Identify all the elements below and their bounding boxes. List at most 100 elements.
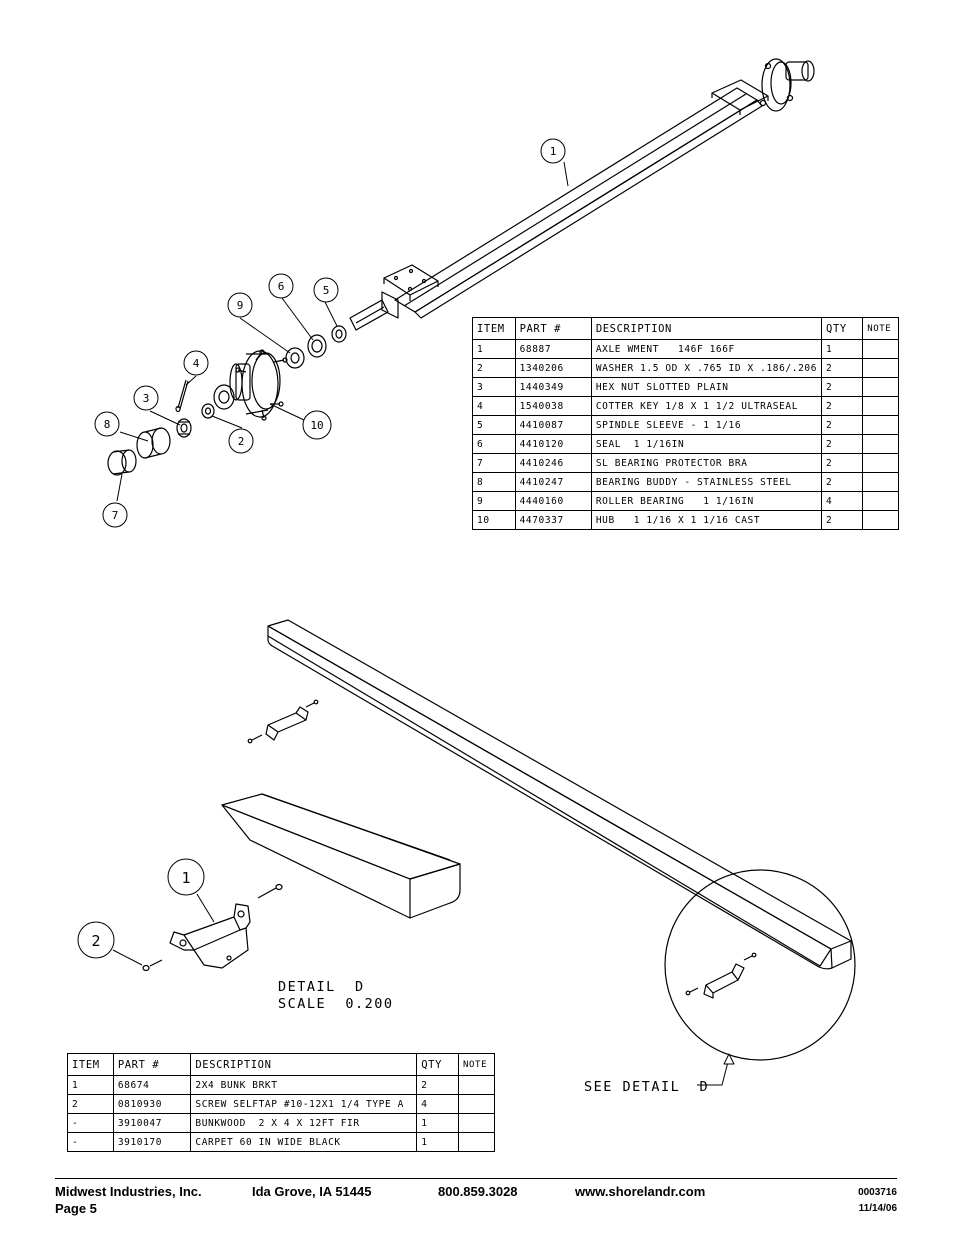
- callout-circles: [77, 138, 566, 959]
- document-number: 0003716: [858, 1187, 897, 1198]
- cell-description: ROLLER BEARING 1 1/16IN: [590, 491, 823, 511]
- bunk-illustration: [142, 619, 856, 1061]
- cell-qty: 2: [821, 358, 864, 378]
- callout-2: 2: [238, 435, 245, 448]
- cell-part-number: 4440160: [514, 491, 592, 511]
- cell-part-number: 4410247: [514, 472, 592, 492]
- cell-part-number: 3910170: [112, 1132, 192, 1152]
- callout-4: 4: [193, 357, 200, 370]
- document-date: 11/14/06: [858, 1203, 897, 1214]
- cell-qty: 2: [821, 377, 864, 397]
- callout-7: 7: [112, 509, 119, 522]
- cell-item: 5: [472, 415, 516, 435]
- cell-qty: 2: [821, 453, 864, 473]
- cell-qty: 2: [821, 415, 864, 435]
- cell-description: BUNKWOOD 2 X 4 X 12FT FIR: [190, 1113, 418, 1133]
- cell-note: [458, 1094, 495, 1114]
- cell-note: [862, 396, 899, 416]
- cell-qty: 2: [821, 510, 864, 530]
- cell-item: 8: [472, 472, 516, 492]
- detail-title: DETAIL D: [278, 979, 365, 995]
- callout-1: 1: [550, 145, 557, 158]
- cell-item: -: [67, 1113, 114, 1133]
- detail-scale: SCALE 0.200: [278, 996, 394, 1012]
- cell-part-number: 4410120: [514, 434, 592, 454]
- cell-part-number: 0810930: [112, 1094, 192, 1114]
- cell-note: [458, 1075, 495, 1095]
- cell-note: [862, 510, 899, 530]
- cell-item: 2: [472, 358, 516, 378]
- callout-6: 6: [278, 280, 285, 293]
- axle-leader-lines: [116, 161, 569, 502]
- callout-8: 8: [104, 418, 111, 431]
- table-header-row: ITEM PART # DESCRIPTION QTY NOTE: [472, 317, 899, 340]
- cell-note: [862, 339, 899, 359]
- company-phone: 800.859.3028: [438, 1184, 518, 1199]
- header-item: ITEM: [472, 317, 516, 340]
- header-part: PART #: [112, 1053, 192, 1076]
- cell-qty: 4: [416, 1094, 460, 1114]
- cell-item: 2: [67, 1094, 114, 1114]
- company-name: Midwest Industries, Inc.: [55, 1184, 202, 1199]
- cell-item: 1: [472, 339, 516, 359]
- header-part: PART #: [514, 317, 592, 340]
- cell-description: HUB 1 1/16 X 1 1/16 CAST: [590, 510, 823, 530]
- cell-description: 2X4 BUNK BRKT: [190, 1075, 418, 1095]
- cell-part-number: 1440349: [514, 377, 592, 397]
- cell-item: 4: [472, 396, 516, 416]
- header-qty: QTY: [416, 1053, 460, 1076]
- cell-item: -: [67, 1132, 114, 1152]
- company-website[interactable]: www.shorelandr.com: [575, 1184, 706, 1199]
- cell-part-number: 68674: [112, 1075, 192, 1095]
- cell-description: BEARING BUDDY - STAINLESS STEEL: [590, 472, 823, 492]
- cell-description: SPINDLE SLEEVE - 1 1/16: [590, 415, 823, 435]
- cell-item: 1: [67, 1075, 114, 1095]
- callout-10: 10: [310, 419, 323, 432]
- cell-item: 6: [472, 434, 516, 454]
- cell-item: 3: [472, 377, 516, 397]
- callout-9: 9: [237, 299, 244, 312]
- cell-description: HEX NUT SLOTTED PLAIN: [590, 377, 823, 397]
- cell-note: [862, 491, 899, 511]
- cell-description: WASHER 1.5 OD X .765 ID X .186/.206: [590, 358, 823, 378]
- cell-item: 10: [472, 510, 516, 530]
- cell-part-number: 4410087: [514, 415, 592, 435]
- cell-qty: 1: [416, 1132, 460, 1152]
- cell-note: [862, 434, 899, 454]
- header-item: ITEM: [67, 1053, 114, 1076]
- page-footer: Midwest Industries, Inc. Page 5 Ida Grov…: [55, 1178, 897, 1216]
- cell-qty: 1: [416, 1113, 460, 1133]
- table-header-row: ITEM PART # DESCRIPTION QTY NOTE: [67, 1053, 495, 1076]
- cell-note: [862, 358, 899, 378]
- callout-5: 5: [323, 284, 330, 297]
- detail-labels: DETAIL D SCALE 0.200 SEE DETAIL D: [278, 979, 709, 1095]
- cell-part-number: 1540038: [514, 396, 592, 416]
- cell-note: [862, 377, 899, 397]
- cell-qty: 2: [416, 1075, 460, 1095]
- callout-3: 3: [143, 392, 150, 405]
- cell-part-number: 3910047: [112, 1113, 192, 1133]
- cell-description: CARPET 60 IN WIDE BLACK: [190, 1132, 418, 1152]
- cell-note: [862, 415, 899, 435]
- see-detail-label: SEE DETAIL D: [584, 1079, 709, 1095]
- bunk-callout-2: 2: [91, 932, 100, 950]
- header-note: NOTE: [458, 1053, 495, 1076]
- header-qty: QTY: [821, 317, 864, 340]
- cell-item: 7: [472, 453, 516, 473]
- cell-note: [458, 1113, 495, 1133]
- cell-item: 9: [472, 491, 516, 511]
